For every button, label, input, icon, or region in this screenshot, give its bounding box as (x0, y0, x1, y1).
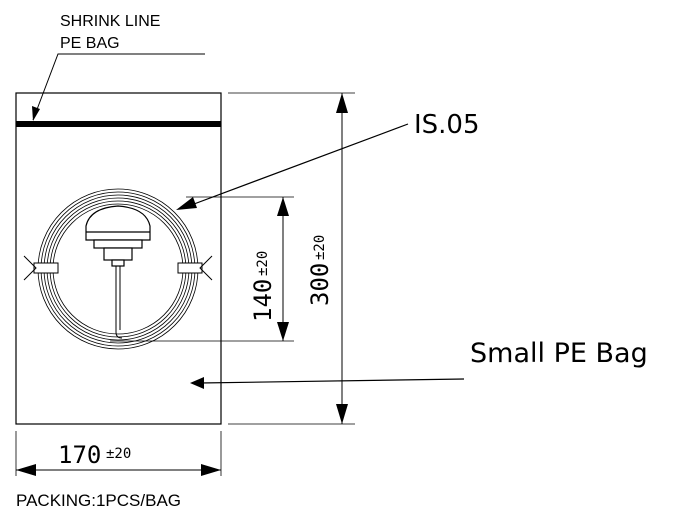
extension-lines (15, 92, 355, 476)
width-arrow-left (16, 464, 36, 476)
product-leader (185, 123, 409, 208)
width-arrow-right (201, 464, 221, 476)
product-label: IS.05 (414, 110, 480, 140)
product-arrowhead (176, 197, 197, 210)
height-arrow-top (336, 93, 348, 113)
height-tolerance: ±20 (312, 235, 328, 260)
shrink-line-label: SHRINK LINE (60, 13, 160, 30)
width-value: 170 (58, 441, 101, 469)
small-pe-bag-arrowhead (190, 377, 204, 389)
antenna-unit (85, 205, 151, 339)
coil-value: 140 (249, 279, 277, 322)
coil-arrow-bottom (277, 322, 289, 341)
shrink-line-arrowhead (32, 106, 40, 121)
small-pe-bag-leader (199, 378, 465, 384)
coil-dimension-text: 140 ±20 (249, 251, 277, 322)
coil-tolerance: ±20 (255, 251, 271, 276)
packing-note: PACKING:1PCS/BAG (16, 491, 181, 510)
small-pe-bag-label: Small PE Bag (470, 338, 648, 369)
coil-arrow-top (277, 197, 289, 216)
cable-tie-right (177, 255, 213, 281)
pe-bag-label: PE BAG (60, 35, 120, 52)
cable-tie-left (23, 255, 59, 281)
height-value: 300 (306, 263, 334, 306)
shrink-line-leader (32, 53, 205, 121)
height-dimension-text: 300 ±20 (306, 235, 334, 306)
height-arrow-bottom (336, 404, 348, 424)
width-tolerance: ±20 (106, 446, 131, 462)
pe-bag-outline (15, 92, 222, 425)
